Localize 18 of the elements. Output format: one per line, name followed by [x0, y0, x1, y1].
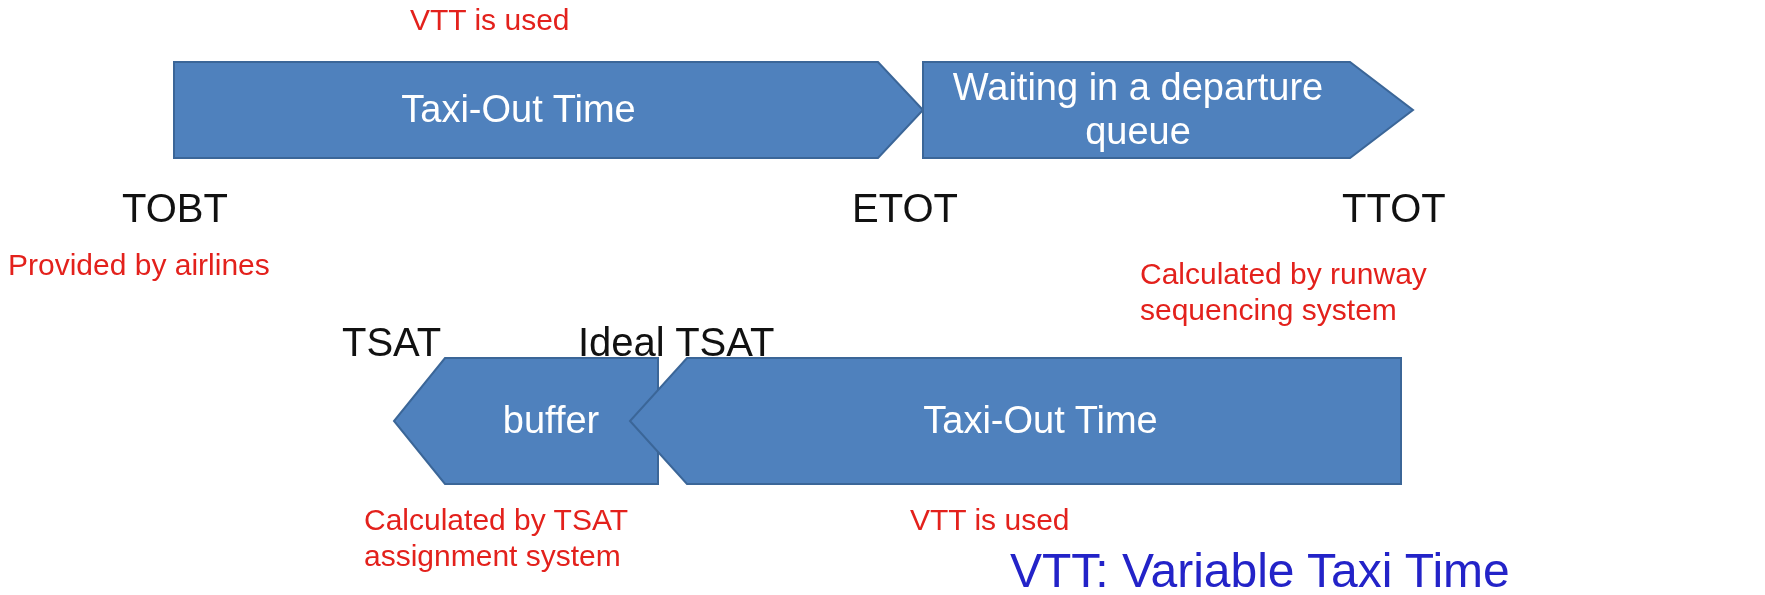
shape-label: buffer: [502, 399, 600, 443]
annotation-text: TOBT: [122, 185, 228, 232]
annotation-text: TTOT: [1342, 185, 1446, 232]
chevron-arrow-shape: [394, 358, 658, 484]
annotation-text: VTT: Variable Taxi Time: [1010, 543, 1510, 595]
annotation-text: Ideal TSAT: [578, 319, 775, 366]
annotation-text: Calculated by runway sequencing system: [1140, 256, 1428, 328]
shape-label: Taxi-Out Time: [923, 399, 1158, 443]
annotation-text: TSAT: [342, 319, 442, 366]
chevron-arrow-shape: [923, 62, 1413, 158]
chevron-arrow-shape: [174, 62, 923, 158]
annotation-text: VTT is used: [410, 2, 570, 38]
shape-label: Taxi-Out Time: [401, 88, 636, 132]
annotation-text: ETOT: [852, 185, 958, 232]
shape-label: Waiting in a departure queue: [951, 66, 1325, 154]
annotation-text: VTT is used: [910, 502, 1070, 538]
annotation-text: Calculated by TSAT assignment system: [364, 502, 629, 574]
annotation-text: Provided by airlines: [8, 247, 270, 283]
